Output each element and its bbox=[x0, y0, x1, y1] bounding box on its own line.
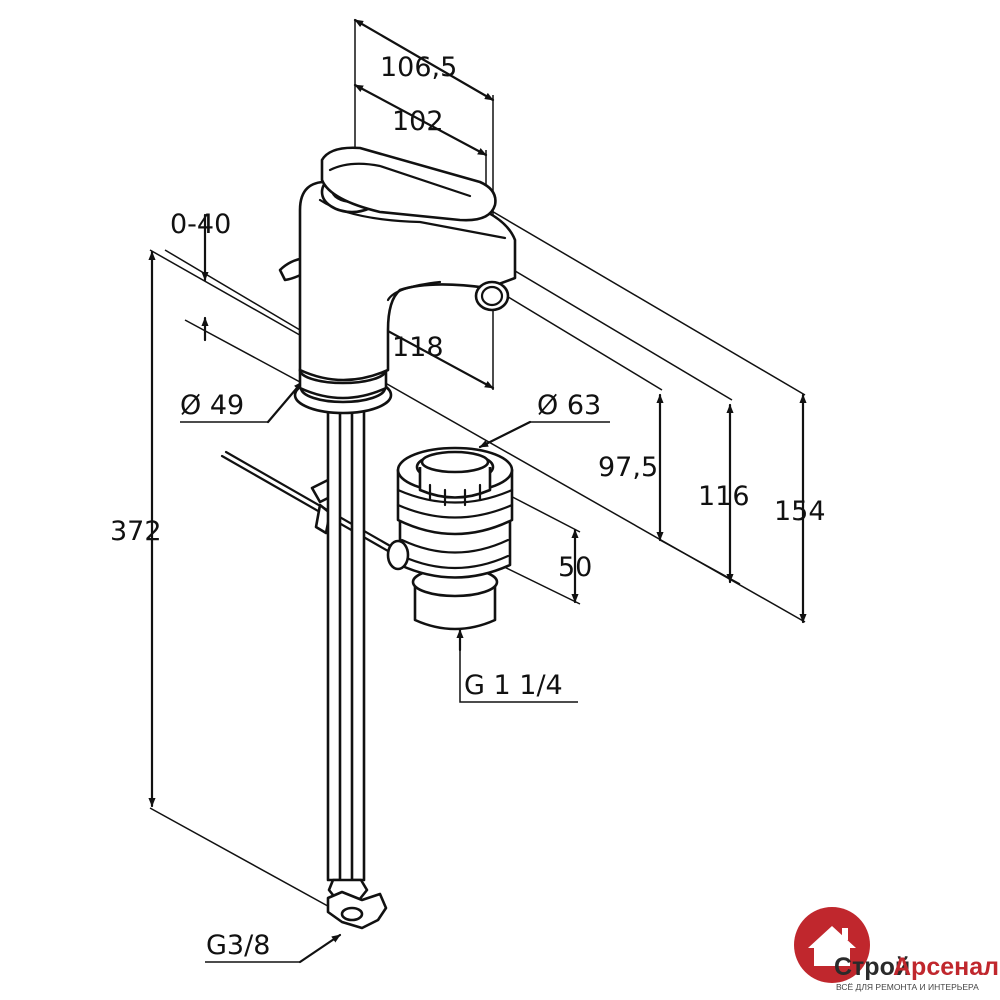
dim-total-height: 154 bbox=[774, 496, 826, 527]
dim-width-overall: 106,5 bbox=[380, 52, 457, 83]
logo-tagline: ВСЁ ДЛЯ РЕМОНТА И ИНТЕРЬЕРА bbox=[836, 982, 979, 992]
dim-hose-thread: G3/8 bbox=[206, 930, 270, 961]
logo-name-part2: Арсенал bbox=[893, 953, 999, 981]
dim-waste-diameter: Ø 63 bbox=[537, 390, 601, 421]
dimension-labels: 106,5 102 0-40 118 Ø 49 Ø 63 97,5 116 15… bbox=[110, 52, 826, 961]
dim-hose-length: 372 bbox=[110, 516, 162, 547]
dim-clamp-range: 0-40 bbox=[170, 209, 231, 240]
supply-hoses bbox=[326, 408, 388, 930]
dim-reach: 118 bbox=[392, 332, 444, 363]
dim-spout-height: 97,5 bbox=[598, 452, 658, 483]
mixer-body bbox=[278, 146, 517, 415]
dim-outlet-height: 116 bbox=[698, 481, 750, 512]
house-icon bbox=[808, 926, 856, 966]
dim-waste-thread: G 1 1/4 bbox=[464, 670, 563, 701]
logo-name-part1: Строй bbox=[834, 953, 910, 981]
pop-up-waste bbox=[386, 446, 514, 631]
stroyarsenal-logo: Строй Арсенал ВСЁ ДЛЯ РЕМОНТА И ИНТЕРЬЕР… bbox=[794, 907, 999, 992]
dim-width-spout: 102 bbox=[392, 106, 444, 137]
dim-base-diameter: Ø 49 bbox=[180, 390, 244, 421]
pull-rod bbox=[220, 450, 401, 557]
dim-waste-height: 50 bbox=[558, 552, 592, 583]
